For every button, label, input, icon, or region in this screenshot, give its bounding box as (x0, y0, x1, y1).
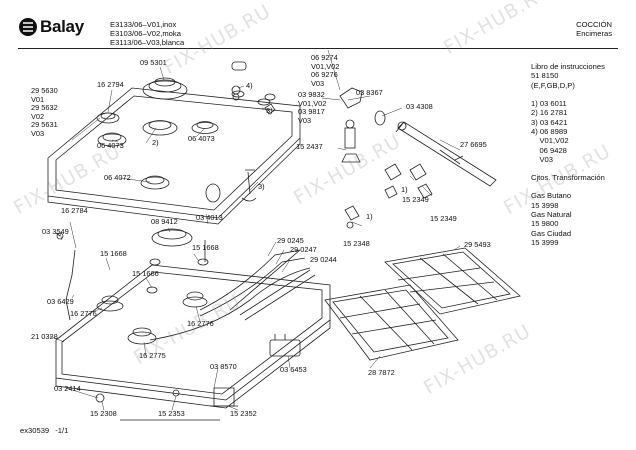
label-15-2349-b: 15 2349 (430, 214, 457, 223)
info-line: Gas Butano (531, 191, 572, 201)
model-line: E3113/06–V03,blanca (110, 38, 185, 48)
label-03-6429: 03 6429 (47, 297, 74, 306)
info-line: Libro de instrucciones (531, 62, 605, 71)
info-line (531, 90, 631, 99)
info-line (531, 183, 631, 192)
top-burners (96, 77, 271, 203)
label-29-5630-group: 29 5630 V01 29 5632 V02 29 5631 V03 (31, 86, 58, 138)
balay-logo: Balay (18, 16, 98, 38)
label-15-1668-b: 15 1668 (192, 243, 219, 252)
label-15-2308: 15 2308 (90, 409, 117, 418)
info-line: (E,F,GB,D,P) (531, 80, 575, 90)
document-code: ex30539 (20, 426, 50, 435)
category-title: COCCIÓN (576, 20, 612, 29)
label-06-9274-group: 06 9274 V01,V02 06 9276 V03 (311, 53, 340, 88)
info-line: 15 9800 (531, 219, 559, 229)
label-21-0328: 21 0328 (31, 332, 58, 341)
model-line: E3133/06–V01,inox (110, 20, 177, 29)
info-line: 15 3999 (531, 238, 559, 248)
info-line: 4) 06 8989 (531, 127, 568, 137)
label-03-4013: 03 4013 (196, 213, 223, 222)
label-15-2353: 15 2353 (158, 409, 185, 418)
leader-lines (49, 49, 461, 411)
label-09-5301: 09 5301 (140, 58, 167, 67)
header-rule (18, 48, 618, 49)
info-line: 15 3998 (531, 200, 559, 210)
hob-top-plate (47, 87, 301, 225)
label-29-0245: 29 0245 (277, 236, 304, 245)
info-line: 3) 03 6421 (531, 117, 568, 127)
info-line: Gas Natural (531, 210, 572, 220)
label-06-4072: 06 4072 (104, 173, 131, 182)
valves-and-knobs (231, 61, 497, 229)
label-27-6695: 27 6695 (460, 140, 487, 149)
label-16-2775: 16 2775 (139, 351, 166, 360)
label-06-4073-left: 06 4073 (97, 141, 124, 150)
label-16-2784: 16 2784 (61, 206, 88, 215)
info-line: V01,V02 (531, 136, 569, 146)
label-15-2348: 15 2348 (343, 239, 370, 248)
label-03-2414: 03 2414 (54, 384, 81, 393)
info-line: Cjtos. Transformación (531, 173, 605, 183)
info-line: 51 8150 (531, 71, 559, 81)
label-note-4: 4) (246, 81, 253, 90)
label-15-1666: 15 1666 (132, 269, 159, 278)
info-line: 1) 03 6011 (531, 98, 567, 108)
label-03-8367: 03 8367 (356, 88, 383, 97)
hob-base (55, 228, 331, 409)
label-29-0244: 29 0244 (310, 255, 337, 264)
label-08-9412: 08 9412 (151, 217, 178, 226)
info-line (531, 165, 631, 174)
label-16-2776-left: 16 2776 (70, 309, 97, 318)
label-note-1: 1) (366, 212, 373, 221)
label-note-3: 3) (266, 106, 273, 115)
footer: ex30539 -1/1 (20, 426, 68, 435)
label-note-3: 3) (258, 182, 265, 191)
label-15-2349-a: 15 2349 (402, 195, 429, 204)
label-03-6453: 03 6453 (280, 365, 307, 374)
label-note-2: 2) (152, 138, 159, 147)
label-29-0247: 29 0247 (290, 245, 317, 254)
model-line: E3103/06–V02,moka (110, 29, 181, 39)
brand-name: Balay (40, 17, 84, 36)
info-line: V03 (531, 155, 553, 165)
label-29-5493: 29 5493 (464, 240, 491, 249)
label-15-2352: 15 2352 (230, 409, 257, 418)
label-03-8570: 03 8570 (210, 362, 237, 371)
label-note-1: 1) (401, 185, 408, 194)
info-line: 2) 16 2781 (531, 108, 568, 118)
label-06-4073-right: 06 4073 (188, 134, 215, 143)
category-subtitle: Encimeras (576, 29, 612, 39)
label-15-2437: 15 2437 (296, 142, 323, 151)
info-line: 06 9428 (531, 145, 567, 155)
info-line: Gas Ciudad (531, 228, 572, 238)
label-03-3549: 03 3549 (42, 227, 69, 236)
page-indicator: -1/1 (55, 426, 69, 435)
label-03-9832-group: 03 9832 V01,V02 03 9817 V03 (298, 90, 327, 125)
label-28-7872: 28 7872 (368, 368, 395, 377)
category-block: COCCIÓN Encimeras (576, 20, 612, 38)
model-list: E3133/06–V01,inox E3103/06–V02,moka E311… (110, 20, 184, 48)
label-15-1668-a: 15 1668 (100, 249, 127, 258)
pan-supports (324, 247, 521, 361)
small-parts (95, 387, 238, 421)
gas-pipes (149, 249, 316, 357)
label-03-4308: 03 4308 (406, 102, 433, 111)
label-16-2776-right: 16 2776 (187, 319, 214, 328)
label-16-2794: 16 2794 (97, 80, 124, 89)
